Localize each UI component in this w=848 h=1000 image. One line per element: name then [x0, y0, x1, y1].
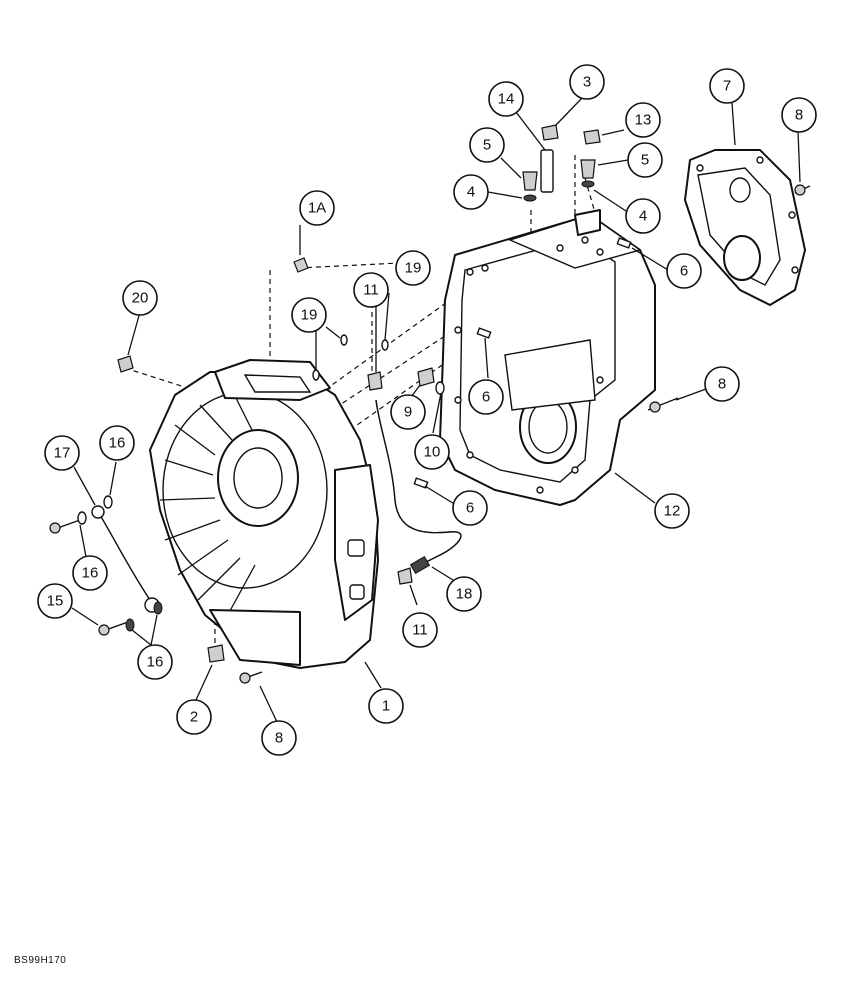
callout-16: 16: [137, 644, 173, 680]
callout-11: 11: [402, 612, 438, 648]
svg-text:13: 13: [635, 112, 652, 129]
callout-10: 10: [414, 434, 450, 470]
svg-text:12: 12: [664, 503, 681, 520]
svg-text:16: 16: [109, 435, 126, 452]
svg-text:5: 5: [483, 137, 491, 154]
callout-13: 13: [625, 102, 661, 138]
callout-20: 20: [122, 280, 158, 316]
svg-text:15: 15: [47, 593, 64, 610]
svg-text:6: 6: [466, 500, 474, 517]
svg-text:11: 11: [412, 622, 428, 639]
svg-text:5: 5: [641, 152, 649, 169]
svg-text:19: 19: [301, 307, 318, 324]
svg-text:6: 6: [680, 263, 688, 280]
callout-19: 19: [291, 297, 327, 333]
callout-5: 5: [469, 127, 505, 163]
svg-text:9: 9: [404, 404, 412, 421]
callout-1: 1: [368, 688, 404, 724]
callout-3: 3: [569, 64, 605, 100]
callout-19: 19: [395, 250, 431, 286]
svg-text:14: 14: [498, 91, 515, 108]
rear-housing-part-12: [439, 209, 656, 506]
callout-6: 6: [666, 253, 702, 289]
svg-text:18: 18: [456, 586, 473, 603]
hardware: [49, 124, 811, 684]
svg-text:11: 11: [363, 282, 379, 299]
svg-text:7: 7: [723, 78, 731, 95]
svg-text:20: 20: [132, 290, 149, 307]
callout-8: 8: [781, 97, 817, 133]
callout-17: 17: [44, 435, 80, 471]
svg-text:2: 2: [190, 709, 198, 726]
svg-text:16: 16: [147, 654, 164, 671]
callout-18: 18: [446, 576, 482, 612]
svg-text:8: 8: [795, 107, 803, 124]
svg-text:6: 6: [482, 389, 490, 406]
callout-11: 11: [353, 272, 389, 308]
callout-1a: 1A: [299, 190, 335, 226]
callout-4: 4: [453, 174, 489, 210]
cover-plate-part-7: [684, 149, 806, 306]
callout-15: 15: [37, 583, 73, 619]
svg-text:8: 8: [718, 376, 726, 393]
figure-code: BS99H170: [14, 955, 67, 966]
callout-5: 5: [627, 142, 663, 178]
callouts: 1A 20 19 11 19 14 3 13 5 5 4 4 7 8 6 6 9…: [37, 64, 817, 756]
svg-text:1A: 1A: [308, 200, 326, 217]
svg-text:16: 16: [82, 565, 99, 582]
callout-4: 4: [625, 198, 661, 234]
callout-14: 14: [488, 81, 524, 117]
svg-text:4: 4: [467, 184, 475, 201]
callout-16: 16: [72, 555, 108, 591]
callout-8: 8: [261, 720, 297, 756]
callout-6: 6: [452, 490, 488, 526]
svg-text:1: 1: [382, 698, 390, 715]
svg-text:17: 17: [54, 445, 71, 462]
svg-text:3: 3: [583, 74, 591, 91]
svg-text:4: 4: [639, 208, 647, 225]
ground-strap-part-17: [91, 505, 160, 613]
front-housing-part-1: [149, 359, 379, 669]
svg-text:10: 10: [424, 444, 441, 461]
callout-12: 12: [654, 493, 690, 529]
svg-text:19: 19: [405, 260, 422, 277]
callout-8: 8: [704, 366, 740, 402]
callout-7: 7: [709, 68, 745, 104]
svg-text:8: 8: [275, 730, 283, 747]
hydraulic-tube-part-18: [375, 399, 462, 575]
callout-16: 16: [99, 425, 135, 461]
callout-2: 2: [176, 699, 212, 735]
callout-9: 9: [390, 394, 426, 430]
leader-lines: [71, 97, 801, 723]
callout-6: 6: [468, 379, 504, 415]
